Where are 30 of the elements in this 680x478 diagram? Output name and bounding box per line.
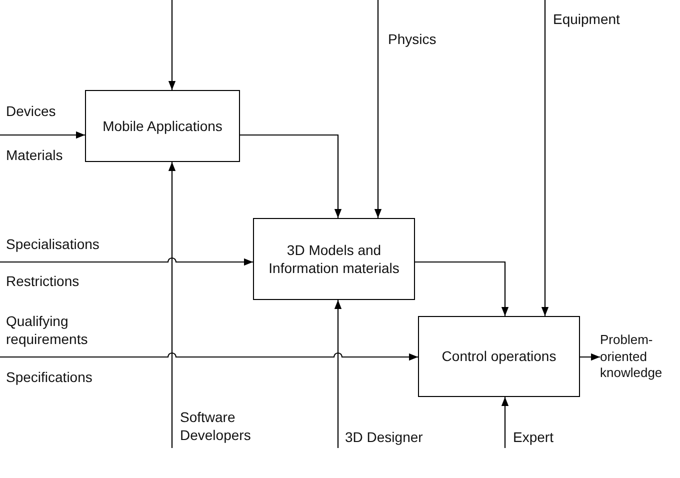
box-label: Control operations (442, 347, 556, 366)
arrow (0, 131, 85, 139)
arrow (0, 352, 418, 361)
arrow (580, 353, 600, 361)
output-label: Problem-oriented knowledge (600, 332, 664, 382)
arrow-label: 3D Designer (345, 428, 423, 446)
arrow (501, 397, 509, 448)
arrow-label: Restrictions (6, 272, 80, 290)
arrow-label: Materials (6, 146, 63, 164)
arrow-label: Physics (388, 30, 436, 48)
box-label: Mobile Applications (102, 116, 222, 136)
arrow-label: Expert (513, 428, 554, 446)
arrow (168, 0, 176, 90)
arrow (541, 0, 549, 316)
arrow (240, 134, 342, 218)
arrow-label: Specialisations (6, 235, 100, 254)
arrow-label: Specifications (6, 368, 92, 386)
box-label: 3D Models and Information materials (268, 240, 400, 278)
arrow (168, 162, 176, 448)
process-box (418, 316, 580, 397)
arrow-label: Equipment (553, 10, 620, 28)
arrow-label: Qualifying requirements (6, 312, 89, 348)
arrow (0, 258, 253, 266)
arrow-label: Devices (6, 102, 56, 120)
arrow (374, 0, 382, 218)
arrow-label: Software Developers (180, 408, 252, 444)
process-box (253, 218, 415, 300)
process-box (85, 90, 240, 162)
arrow (334, 300, 342, 448)
arrow (415, 261, 509, 316)
